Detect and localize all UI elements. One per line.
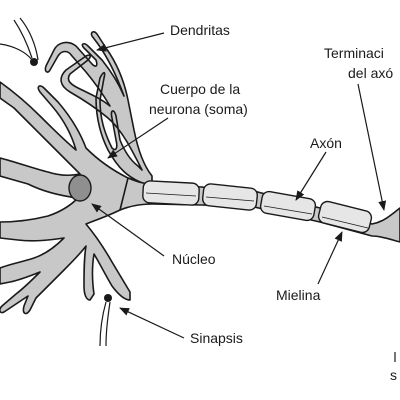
myelin-segment <box>259 190 317 222</box>
nucleus <box>68 174 92 202</box>
neuron-cell <box>0 17 400 347</box>
myelin-sheath <box>142 180 373 234</box>
axon-pointer <box>295 151 327 201</box>
synapse-knob <box>104 294 112 302</box>
label-sinapsis: Sinapsis <box>190 330 243 346</box>
sinapsis-pointer <box>119 307 185 339</box>
soma-pointer <box>107 117 169 159</box>
myelin-segment <box>142 180 200 206</box>
labels: Dendritas Cuerpo de la neurona (soma) Ax… <box>149 22 397 383</box>
label-soma-line2: neurona (soma) <box>149 101 248 117</box>
label-axon: Axón <box>310 135 342 151</box>
label-dendritas: Dendritas <box>170 22 230 38</box>
leader-lines <box>91 32 396 362</box>
label-cut-s: s <box>390 367 397 383</box>
nucleo-pointer <box>91 203 165 257</box>
incoming-axons <box>0 17 111 347</box>
soma-and-dendrites <box>0 31 153 315</box>
label-mielina: Mielina <box>276 287 321 303</box>
dendritas-pointer <box>96 32 165 52</box>
myelin-segment <box>201 183 259 211</box>
label-terminal-line2: del axó <box>348 65 393 81</box>
terminal-pointer <box>357 83 387 211</box>
label-terminal-line1: Terminaci <box>324 45 384 61</box>
label-nucleo: Núcleo <box>172 251 216 267</box>
mielina-pointer <box>317 231 343 285</box>
label-soma-line1: Cuerpo de la <box>160 81 240 97</box>
myelin-segment <box>317 200 373 234</box>
